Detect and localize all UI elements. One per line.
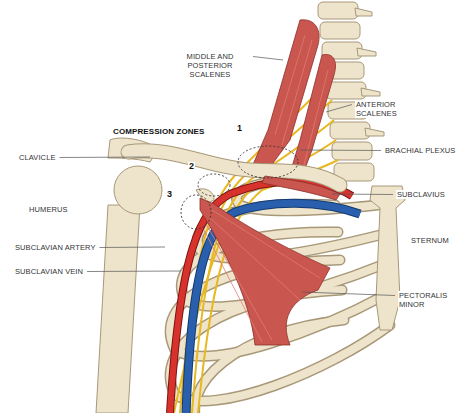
part-label: SUBCLAVIUS (396, 190, 446, 199)
leader-line (60, 157, 150, 159)
callout-number: 3 (166, 190, 173, 199)
leader-line (99, 247, 165, 249)
part-label: SUBCLAVIAN ARTERY (14, 243, 96, 252)
subclavius-muscle (262, 176, 340, 200)
leader-line (326, 105, 352, 113)
part-label: MIDDLE AND POSTERIOR SCALENES (168, 52, 252, 79)
part-label: SUBCLAVIAN VEIN (14, 267, 84, 276)
leader-line (332, 194, 393, 196)
leader-line (302, 292, 395, 296)
callout-number: 1 (236, 124, 243, 133)
section-heading: COMPRESSION ZONES (112, 127, 206, 136)
part-label: CLAVICLE (18, 153, 57, 162)
part-label: BRACHIAL PLEXUS (384, 146, 456, 155)
leader-line (253, 57, 283, 61)
compression-zones (181, 146, 298, 229)
leader-line (87, 271, 181, 273)
part-label: ANTERIOR SCALENES (355, 100, 405, 118)
humerus (96, 138, 162, 413)
part-label: STERNUM (410, 236, 450, 245)
callout-number: 2 (188, 162, 195, 171)
leader-line (300, 150, 381, 152)
part-label: PECTORALIS MINOR (398, 291, 450, 309)
pectoralis-minor (200, 198, 330, 345)
part-label: HUMERUS (28, 205, 69, 214)
scalene-muscles (248, 20, 336, 182)
clavicle (128, 151, 340, 185)
